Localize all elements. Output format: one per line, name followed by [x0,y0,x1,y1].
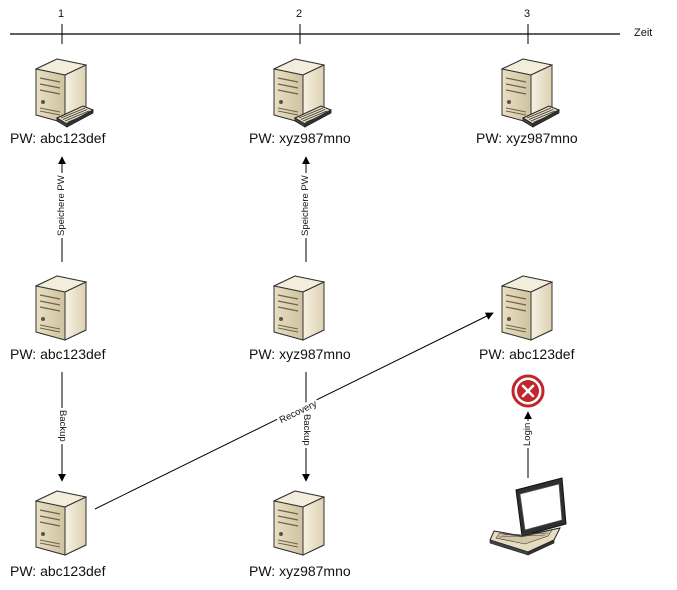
server-icon [501,275,553,341]
node-label: PW: abc123def [10,130,106,146]
store-edge-label: Speichere PW [56,173,67,238]
login-edge-label: Login [522,420,533,448]
store-edge-label: Speichere PW [300,173,311,238]
server-with-keyboard-icon [273,58,332,128]
error-x-icon [511,374,545,408]
timeline-tick-label: 1 [58,8,65,20]
node-label: PW: xyz987mno [249,563,351,579]
timeline-label: Zeit [634,27,653,39]
timeline-tick-label: 2 [296,8,303,20]
server-icon [273,275,325,341]
server-icon [35,275,87,341]
node-label: PW: abc123def [10,563,106,579]
server-with-keyboard-icon [501,58,560,128]
backup-edge-label: Backup [301,412,312,448]
node-label: PW: abc123def [479,346,575,362]
server-with-keyboard-icon [35,58,94,128]
timeline-tick-label: 3 [524,8,531,20]
laptop-icon [489,477,567,556]
node-label: PW: abc123def [10,346,106,362]
node-label: PW: xyz987mno [249,346,351,362]
backup-edge-label: Backup [57,408,68,444]
node-label: PW: xyz987mno [249,130,351,146]
server-icon [273,490,325,556]
node-label: PW: xyz987mno [476,130,578,146]
server-icon [35,490,87,556]
